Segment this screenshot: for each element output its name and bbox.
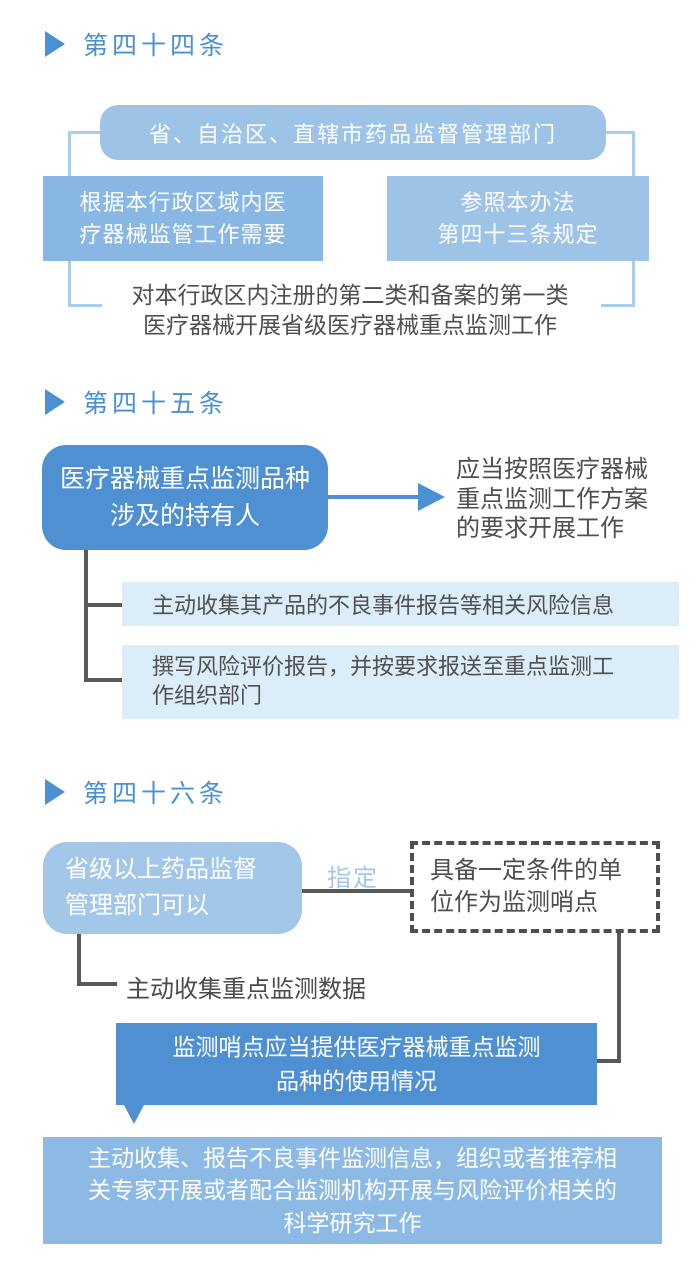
section-46-marker-triangle-icon — [45, 779, 65, 805]
node-regional-need-label: 根据本行政区域内医 疗器械监管工作需要 — [79, 189, 287, 247]
designate-label: 指定 — [327, 865, 379, 892]
section-44-result-text: 对本行政区内注册的第二类和备案的第一类 医疗器械开展省级医疗器械重点监测工作 — [131, 282, 569, 339]
node-holder: 医疗器械重点监测品种 涉及的持有人 — [42, 445, 328, 550]
duty-bar-risk-report: 撰写风险评价报告，并按要求报送至重点监测工 作组织部门 — [122, 645, 679, 719]
duty-bar-collect-reports-label: 主动收集其产品的不良事件报告等相关风险信息 — [152, 593, 615, 618]
node-sentinel-duty-label: 监测哨点应当提供医疗器械重点监测 品种的使用情况 — [172, 1033, 541, 1095]
node-drug-authority-label: 省级以上药品监督 管理部门可以 — [65, 856, 257, 919]
node-sentinel-unit: 具备一定条件的单 位作为监测哨点 — [410, 841, 660, 933]
node-per-article-43: 参照本办法 第四十三条规定 — [387, 176, 649, 261]
section-46-title: 第四十六条 — [83, 780, 229, 808]
sentinel-duty-tail-icon — [124, 1105, 144, 1124]
node-research-work-label: 主动收集、报告不良事件监测信息，组织或者推荐相 关专家开展或者配合监测机构开展与… — [88, 1144, 617, 1236]
node-provincial-authority: 省、自治区、直辖市药品监督管理部门 — [100, 105, 606, 160]
node-sentinel-unit-label: 具备一定条件的单 位作为监测哨点 — [430, 856, 622, 916]
collect-data-text: 主动收集重点监测数据 — [126, 976, 366, 1003]
node-drug-authority: 省级以上药品监督 管理部门可以 — [43, 842, 302, 934]
duty-bar-collect-reports: 主动收集其产品的不良事件报告等相关风险信息 — [122, 582, 679, 626]
holder-obligation-text: 应当按照医疗器械 重点监测工作方案 的要求开展工作 — [456, 456, 648, 543]
section-45-title: 第四十五条 — [83, 390, 229, 418]
duty-bar-risk-report-label: 撰写风险评价报告，并按要求报送至重点监测工 作组织部门 — [152, 654, 615, 708]
node-research-work: 主动收集、报告不良事件监测信息，组织或者推荐相 关专家开展或者配合监测机构开展与… — [43, 1137, 662, 1244]
holder-connector-vertical — [84, 550, 88, 682]
node-sentinel-duty: 监测哨点应当提供医疗器械重点监测 品种的使用情况 — [116, 1023, 597, 1105]
authority-connector-vertical — [77, 934, 81, 986]
section-45-marker-triangle-icon — [45, 389, 65, 415]
node-regional-need: 根据本行政区域内医 疗器械监管工作需要 — [43, 176, 323, 261]
authority-connector-branch — [77, 982, 117, 986]
holder-arrow-head-icon — [418, 483, 445, 511]
holder-arrow-line — [328, 495, 420, 499]
designate-connector-line — [302, 889, 412, 893]
node-holder-label: 医疗器械重点监测品种 涉及的持有人 — [59, 465, 310, 530]
node-per-article-43-label: 参照本办法 第四十三条规定 — [437, 189, 599, 247]
section-44-marker-triangle-icon — [45, 31, 65, 57]
node-provincial-authority-label: 省、自治区、直辖市药品监督管理部门 — [148, 121, 557, 147]
holder-connector-branch-1 — [84, 603, 122, 607]
sentinel-connector-elbow — [597, 931, 621, 1063]
section-44-title: 第四十四条 — [83, 32, 229, 60]
holder-connector-branch-2 — [84, 678, 122, 682]
